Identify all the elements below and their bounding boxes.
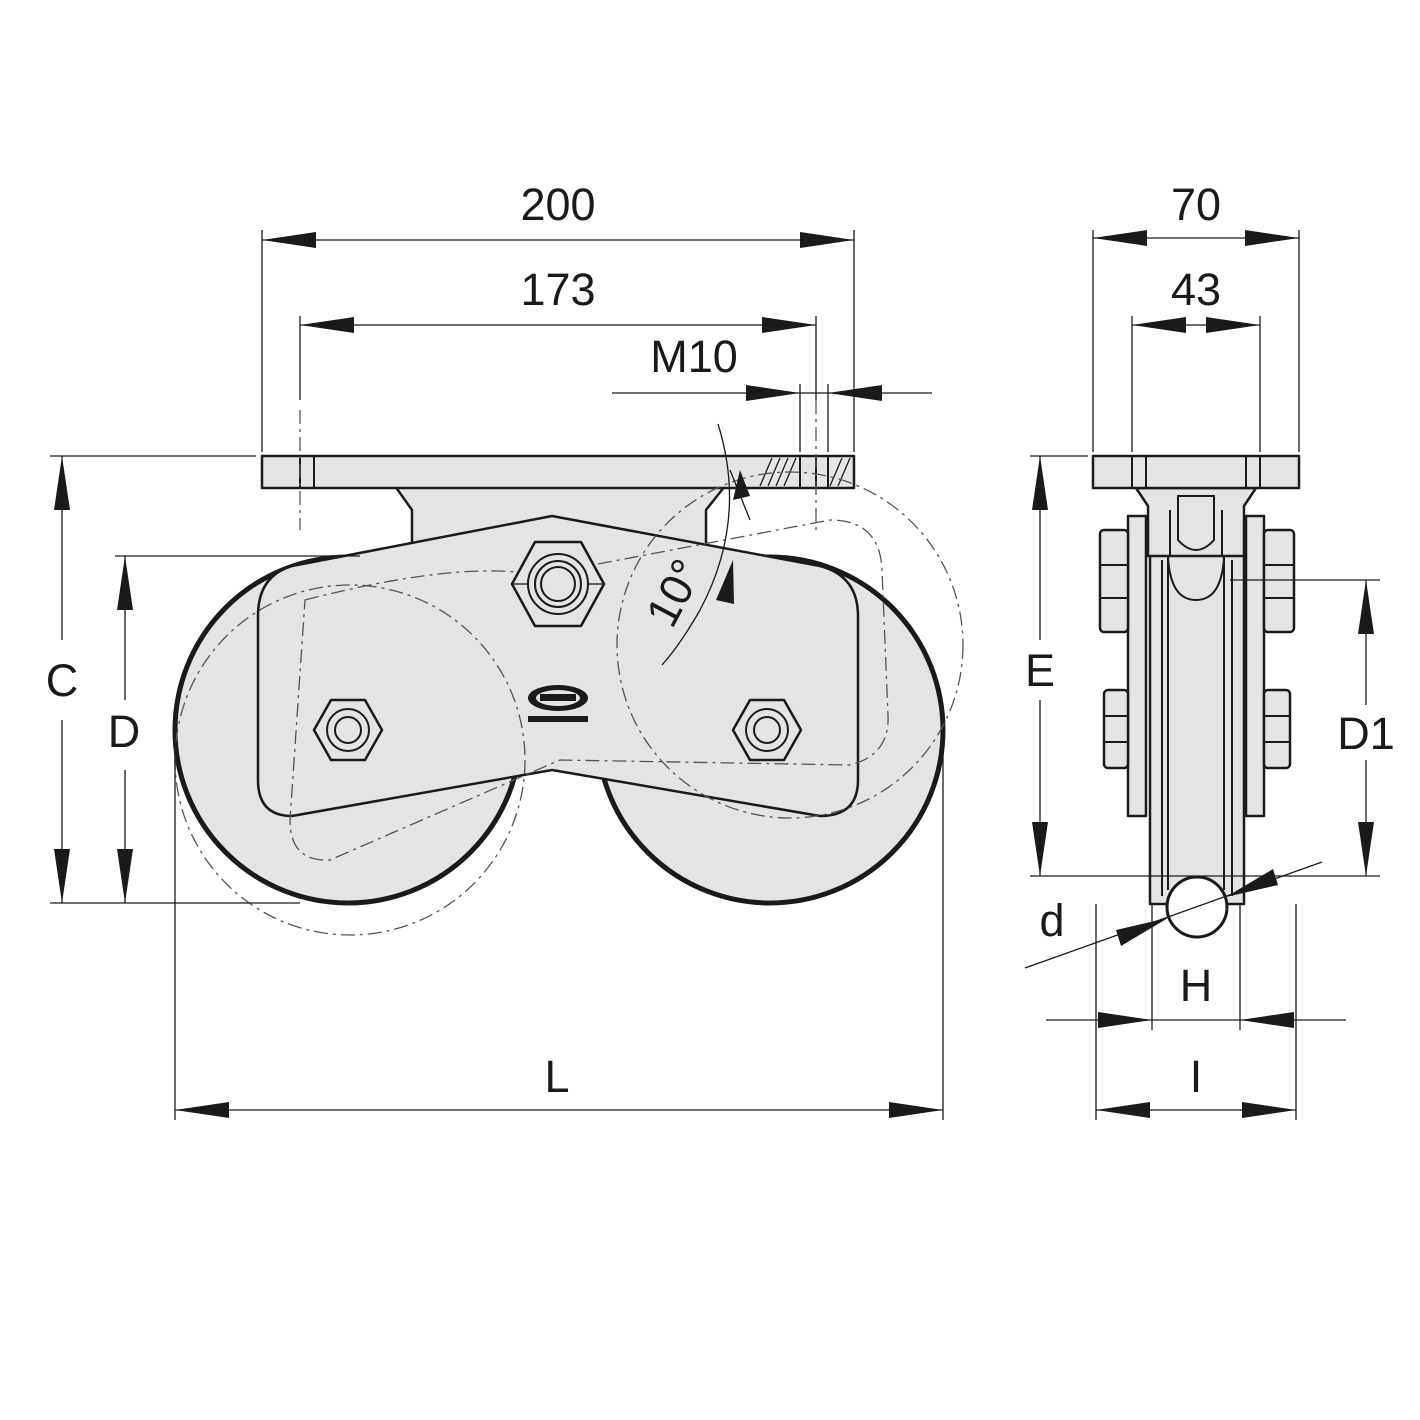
dim-43-label: 43 bbox=[1171, 264, 1221, 315]
dim-thread bbox=[612, 384, 932, 452]
hex-nut-icon bbox=[1098, 528, 1130, 634]
logo-icon bbox=[528, 685, 588, 722]
dim-height-c bbox=[50, 455, 300, 904]
side-view: 200 173 M10 10° C D L bbox=[46, 179, 964, 1120]
front-left-side-plate bbox=[1126, 514, 1148, 818]
dim-hole-spacing bbox=[299, 316, 817, 400]
dim-width-i bbox=[1095, 904, 1297, 1120]
dim-overall-width bbox=[261, 230, 855, 452]
pivot-hex-nut bbox=[510, 540, 606, 628]
swing-phantom bbox=[174, 400, 964, 936]
dim-plate-width bbox=[1092, 230, 1300, 452]
label-d1: D1 bbox=[1337, 708, 1395, 759]
dim-height-e bbox=[1030, 455, 1380, 877]
front-swivel-bracket bbox=[1134, 486, 1258, 558]
label-rope-d: d bbox=[1039, 895, 1064, 946]
dim-173-label: 173 bbox=[520, 264, 595, 315]
rocker-plate bbox=[256, 514, 860, 818]
thread-hatching bbox=[759, 457, 851, 487]
front-view: 70 43 E D1 d H I bbox=[1024, 179, 1395, 1120]
dim-rope-d bbox=[1024, 861, 1323, 969]
dim-70-label: 70 bbox=[1171, 179, 1221, 230]
swing-angle-arc bbox=[661, 423, 731, 666]
hex-nut-icon bbox=[312, 698, 384, 762]
hex-nut-icon bbox=[1262, 688, 1292, 770]
label-h: H bbox=[1180, 960, 1213, 1011]
hex-nut-icon bbox=[1262, 528, 1296, 634]
mounting-plate bbox=[260, 454, 856, 490]
front-wheel bbox=[1148, 546, 1246, 906]
label-e: E bbox=[1025, 645, 1055, 696]
dim-wheel-d1 bbox=[1230, 579, 1380, 876]
dim-m10-label: M10 bbox=[650, 331, 738, 382]
front-mounting-plate bbox=[1091, 454, 1301, 490]
dim-length-l bbox=[174, 735, 944, 1120]
label-c: C bbox=[46, 655, 79, 706]
hex-nut-icon bbox=[1102, 688, 1130, 770]
front-right-side-plate bbox=[1244, 514, 1266, 818]
label-d: D bbox=[108, 706, 141, 757]
hex-nut-icon bbox=[731, 698, 803, 762]
label-l: L bbox=[544, 1051, 569, 1102]
label-i: I bbox=[1190, 1051, 1203, 1102]
dim-front-hole-spacing bbox=[1131, 316, 1261, 452]
dim-200-label: 200 bbox=[520, 179, 595, 230]
dim-wheel-d bbox=[115, 555, 360, 903]
